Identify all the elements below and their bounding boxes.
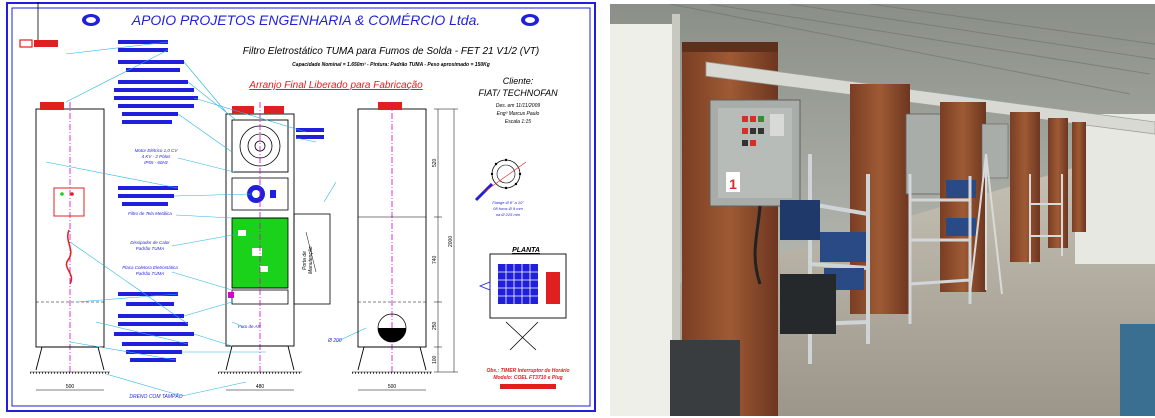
mesh-filter-label: Filtro de Tela Metálica — [128, 211, 172, 216]
collector-plates-label-1: Placa Coletora Eletrostática — [122, 265, 178, 270]
spec-line: Capacidade Nominal = 1.650m³ - Pintura: … — [292, 62, 490, 68]
air-inlet-label: Furo de AR — [238, 324, 262, 329]
redacted-obs-bar — [500, 384, 556, 389]
side-view-right — [352, 102, 432, 374]
redacted-labels — [114, 40, 324, 362]
factory-photo: 1 — [610, 4, 1155, 416]
blue-bin-right — [1120, 324, 1155, 416]
engineer-name: Engº Marcus Paulo — [497, 111, 540, 117]
diameter-label: Ø 200 — [327, 338, 342, 344]
drawing-inner-border — [11, 7, 591, 407]
dim-height-top: 520 — [432, 158, 438, 167]
callout-leaders — [45, 41, 367, 397]
drain-label: DRENO COM TAMPÃO — [129, 393, 182, 400]
obs-note-2: Modelo: COEL FT3710 e Plug — [493, 375, 562, 381]
maintenance-door — [293, 213, 331, 305]
vertical-dimensions — [434, 108, 458, 373]
drawing-border — [6, 2, 596, 412]
flange-note-1: Flange Ø 8" a 10" — [492, 200, 524, 205]
flange-note-2: 08 furos Ø 9 mm — [493, 206, 523, 211]
motor-label-1: Motor Elétrico 1,0 CV — [135, 148, 179, 153]
overhead-duct — [705, 61, 1155, 135]
roof-trusses — [669, 4, 1155, 95]
foreground-crate — [670, 340, 740, 416]
approval-text: Arranjo Final Liberado para Fabricação — [248, 80, 423, 91]
maintenance-door-label-2: Manutenção — [308, 246, 314, 274]
obs-note-1: Obs.: TIMER Interruptor de Horário — [486, 368, 569, 374]
control-box-main — [709, 99, 801, 207]
dim-height-base: 100 — [432, 355, 438, 364]
scale-text: Escala 1:15 — [505, 119, 531, 125]
background-wall — [1075, 114, 1155, 264]
white-machine-edge — [672, 14, 680, 416]
company-logo-right — [521, 14, 539, 26]
side-view-left — [30, 102, 110, 374]
flange-note-3: na Ø 225 mm — [496, 212, 521, 217]
engineering-drawing: APOIO PROJETOS ENGENHARIA & COMÉRCIO Ltd… — [6, 2, 596, 412]
client-label: Cliente: — [503, 76, 534, 86]
heat-dissipator-label-1: Dissipador de Calor — [130, 240, 170, 245]
company-logo-left — [82, 14, 100, 26]
tag-icon — [19, 39, 33, 48]
dim-height-mid: 740 — [432, 255, 438, 264]
dim-width-right: 500 — [388, 384, 397, 390]
dim-height-low: 250 — [432, 321, 438, 330]
dim-width-center: 480 — [256, 384, 265, 390]
plan-view — [478, 253, 567, 351]
drawn-date: Des. em 11/11/2009 — [496, 103, 541, 109]
white-machine — [610, 24, 672, 416]
collector-plates-label-2: Padrão TUMA — [136, 271, 165, 276]
company-title: APOIO PROJETOS ENGENHARIA & COMÉRCIO Ltd… — [131, 12, 481, 28]
motor-label-3: IP55 - 60Hz — [144, 160, 169, 165]
redacted-tag — [34, 40, 58, 47]
dim-height-total: 2000 — [448, 236, 454, 247]
cabinet-number: 1 — [729, 176, 737, 192]
power-cable — [753, 205, 762, 285]
maintenance-door-label-1: Porta de — [302, 251, 308, 270]
plan-label: PLANTA — [512, 247, 540, 254]
client-name: FIAT/ TECHNOFAN — [478, 88, 558, 98]
product-title: Filtro Eletrostático TUMA para Fumos de … — [243, 46, 539, 57]
flange-detail — [474, 158, 527, 202]
heat-dissipator-label-2: Padrão TUMA — [136, 246, 165, 251]
motor-label-2: 4 KV - 2 Pólos — [142, 154, 172, 159]
dim-width-left: 500 — [66, 384, 75, 390]
front-view-center — [218, 102, 302, 374]
parts-cart-middle — [908, 174, 972, 324]
parts-cart-far — [1029, 174, 1063, 264]
tripod-stand — [969, 153, 1003, 295]
